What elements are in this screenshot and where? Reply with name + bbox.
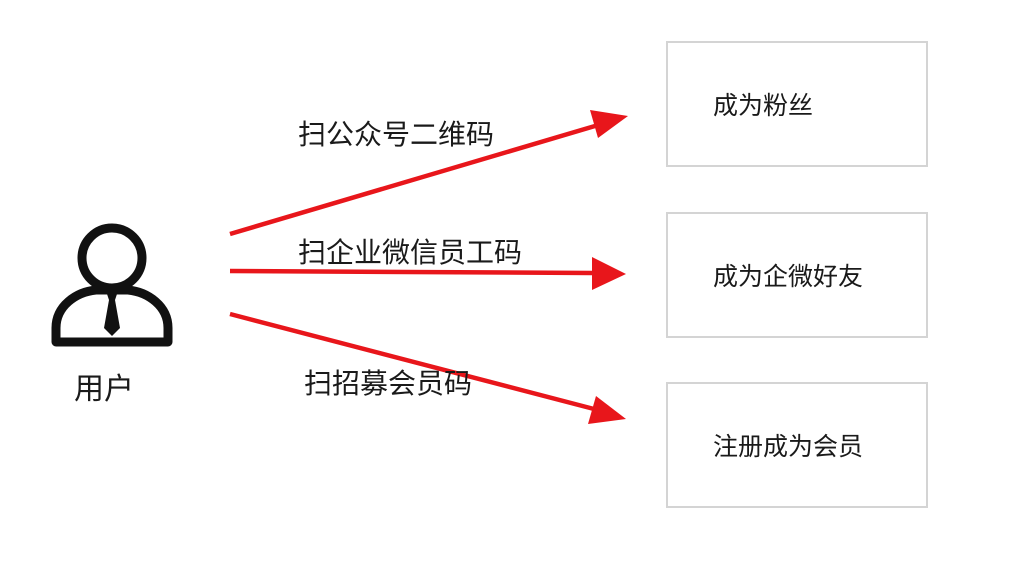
result-text-fan: 成为粉丝: [713, 91, 814, 120]
result-box-fan: 成为粉丝: [666, 41, 928, 167]
action-label-scan-member: 扫招募会员码: [304, 367, 473, 400]
arrow-to-member: [229, 311, 626, 424]
result-box-wecom-friend: 成为企微好友: [666, 212, 928, 338]
result-text-member: 注册成为会员: [713, 432, 864, 461]
action-label-scan-official-account: 扫公众号二维码: [298, 118, 495, 151]
result-box-member: 注册成为会员: [666, 382, 928, 508]
result-text-wecom-friend: 成为企微好友: [713, 262, 864, 291]
arrow-to-fan: [229, 110, 628, 237]
user-label: 用户: [74, 372, 134, 407]
arrow-to-wecom-friend: [229, 257, 626, 290]
user-person-icon: [50, 218, 176, 348]
action-label-scan-wecom-staff: 扫企业微信员工码: [298, 236, 523, 269]
